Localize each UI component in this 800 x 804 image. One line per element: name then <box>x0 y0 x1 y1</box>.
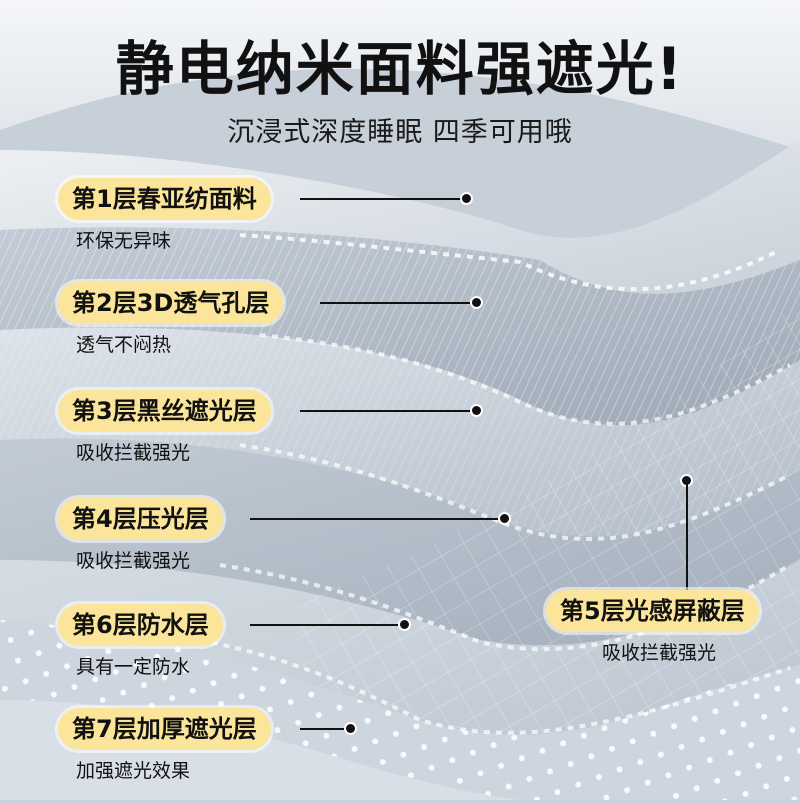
layer-1-note: 环保无异味 <box>76 230 172 252</box>
layer-5-label: 第5层光感屏蔽层 <box>546 590 759 632</box>
layer-1-pointer-line <box>300 198 466 200</box>
layer-7-note: 加强遮光效果 <box>76 760 191 782</box>
layer-4-pointer-dot <box>500 514 509 523</box>
layer-2-pointer-dot <box>472 298 481 307</box>
layer-2-label: 第2层3D透气孔层 <box>58 282 284 324</box>
layer-6-pointer-dot <box>400 620 409 629</box>
layer-7-pointer-line <box>300 728 350 730</box>
layer-3-note: 吸收拦截强光 <box>76 442 191 464</box>
layer-5-pointer-dot <box>682 476 691 485</box>
layer-6-note: 具有一定防水 <box>76 656 191 678</box>
layer-4-pointer-line <box>250 518 504 520</box>
layer-1-pointer-dot <box>462 194 471 203</box>
layer-3-pointer-line <box>300 410 476 412</box>
layer-7-label: 第7层加厚遮光层 <box>58 708 271 750</box>
layer-2-note: 透气不闷热 <box>76 334 172 356</box>
tagline: 沉浸式深度睡眠 四季可用哦 <box>227 117 573 148</box>
layer-3-pointer-dot <box>472 406 481 415</box>
layer-1-label: 第1层春亚纺面料 <box>58 178 271 220</box>
layer-7-pointer-dot <box>346 724 355 733</box>
layer-4-label: 第4层压光层 <box>58 498 223 540</box>
headline: 静电纳米面料强遮光! <box>115 35 685 103</box>
layer-4-note: 吸收拦截强光 <box>76 550 191 572</box>
layer-2-pointer-line <box>320 302 476 304</box>
layer-6-label: 第6层防水层 <box>58 604 223 646</box>
layer-3-label: 第3层黑丝遮光层 <box>58 390 271 432</box>
layer-6-pointer-line <box>250 624 404 626</box>
layer-5-note: 吸收拦截强光 <box>602 642 717 664</box>
layer-5-pointer-line <box>686 482 688 592</box>
